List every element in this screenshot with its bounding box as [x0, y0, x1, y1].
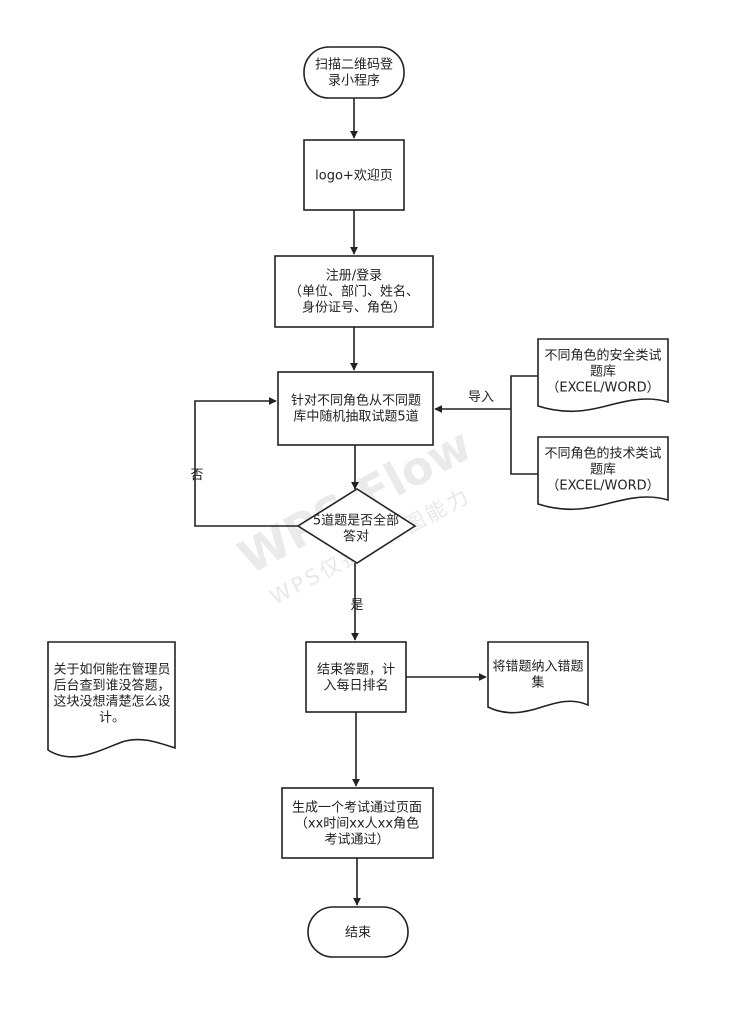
node-text-line: （单位、部门、姓名、	[289, 284, 419, 300]
node-text-line: 后台查到谁没答题，	[53, 678, 170, 694]
node-text-line: 题库	[590, 364, 616, 380]
node-bank-tech-text: 不同角色的技术类试题库（EXCEL/WORD）	[544, 446, 661, 494]
node-text-line: 结束	[345, 926, 371, 941]
node-text-line: 针对不同角色从不同题	[291, 393, 421, 409]
node-welcome-process[interactable]	[303, 139, 405, 211]
node-text-line: 录小程序	[328, 74, 380, 89]
node-pass-text: 生成一个考试通过页面（xx时间xx人xx角色考试通过）	[292, 801, 422, 848]
node-text-line: 这块没想清楚怎么设	[53, 694, 170, 710]
edge-bank-tech-merge	[510, 409, 538, 475]
node-text-line: 题库	[590, 462, 616, 478]
node-register-process[interactable]	[274, 255, 434, 328]
node-text-line: 集	[531, 675, 544, 691]
node-end-text: 结束	[345, 926, 371, 941]
node-note-document[interactable]	[47, 641, 176, 758]
node-text-line: 计。	[99, 711, 125, 726]
node-start-terminator[interactable]	[303, 46, 405, 99]
node-text-line: （EXCEL/WORD）	[546, 381, 659, 396]
node-text-line: 答对	[343, 529, 369, 545]
node-text-line: 生成一个考试通过页面	[292, 801, 422, 816]
node-text-line: logo+欢迎页	[315, 169, 393, 184]
node-text-line: （EXCEL/WORD）	[546, 479, 659, 494]
node-text-line: 结束答题，计	[317, 662, 395, 678]
node-text-line: 入每日排名	[323, 678, 388, 694]
node-bank-safety-document[interactable]	[537, 338, 669, 413]
node-wrong-text: 将错题纳入错题集	[492, 660, 583, 691]
node-decision-diamond[interactable]	[296, 488, 417, 564]
node-bank-safety-text: 不同角色的安全类试题库（EXCEL/WORD）	[544, 348, 661, 396]
edge-bank-safety-merge	[510, 375, 538, 409]
connectors	[194, 98, 538, 906]
node-text-line: 不同角色的技术类试	[544, 446, 661, 462]
node-wrong-document[interactable]	[487, 641, 589, 714]
node-finish-text: 结束答题，计入每日排名	[317, 662, 395, 694]
node-pass-process[interactable]	[281, 787, 434, 859]
node-draw-process[interactable]	[277, 371, 434, 446]
node-welcome-text: logo+欢迎页	[315, 169, 393, 184]
edge-label-yes: 是	[350, 598, 363, 613]
edge-label-no: 否	[190, 468, 203, 483]
node-start-text: 扫描二维码登录小程序	[315, 58, 393, 89]
node-note-text: 关于如何能在管理员后台查到谁没答题，这块没想清楚怎么设计。	[53, 662, 170, 726]
node-text-line: 不同角色的安全类试	[544, 348, 661, 364]
node-text-line: 库中随机抽取试题5道	[293, 409, 418, 425]
node-bank-tech-document[interactable]	[537, 436, 669, 511]
node-draw-text: 针对不同角色从不同题库中随机抽取试题5道	[291, 393, 421, 425]
node-text-line: 注册/登录	[326, 269, 382, 284]
node-text-line: 考试通过）	[324, 833, 389, 848]
node-text-line: 扫描二维码登	[315, 58, 393, 73]
node-text-line: 5道题是否全部	[313, 513, 399, 529]
node-decision-text: 5道题是否全部答对	[313, 513, 399, 545]
node-text-line: （xx时间xx人xx角色	[295, 816, 419, 832]
node-text-line: 关于如何能在管理员	[53, 662, 170, 678]
node-text-line: 身份证号、角色）	[302, 300, 406, 316]
node-end-terminator[interactable]	[307, 906, 409, 958]
node-finish-process[interactable]	[305, 641, 407, 713]
edge-label-import: 导入	[468, 390, 494, 405]
edge-decision-no-loop	[194, 397, 298, 527]
node-register-text: 注册/登录（单位、部门、姓名、身份证号、角色）	[289, 269, 419, 316]
node-text-line: 将错题纳入错题	[492, 660, 583, 675]
